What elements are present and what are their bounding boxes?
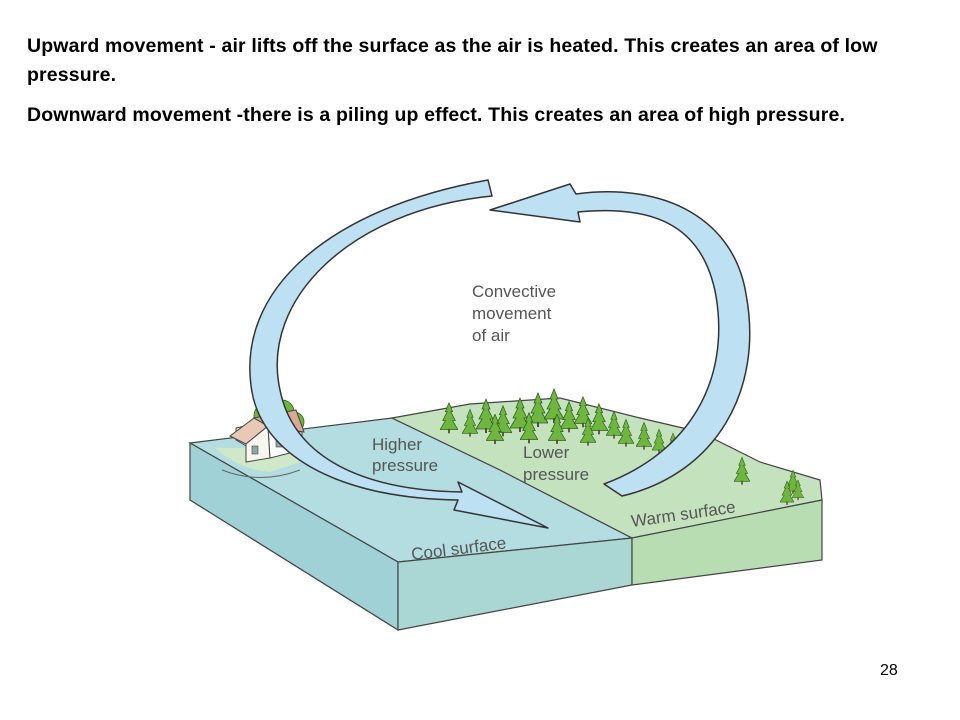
convective-label-line1: Convective — [472, 282, 556, 301]
lower-pressure-line2: pressure — [523, 465, 589, 484]
convection-arrow — [249, 179, 751, 529]
higher-pressure-line1: Higher — [372, 435, 422, 454]
convective-label-line2: movement — [472, 304, 552, 323]
slide-number: 28 — [880, 662, 898, 679]
upward-movement-text: Upward movement - air lifts off the surf… — [27, 35, 878, 86]
convective-label-line3: of air — [472, 326, 510, 345]
descending-air-arrow — [249, 179, 549, 529]
higher-pressure-line2: pressure — [372, 456, 438, 475]
rising-air-arrow — [489, 183, 751, 497]
lower-pressure-line1: Lower — [523, 443, 570, 462]
downward-movement-text: Downward movement -there is a piling up … — [27, 104, 846, 126]
warm-surface-front — [631, 499, 823, 586]
